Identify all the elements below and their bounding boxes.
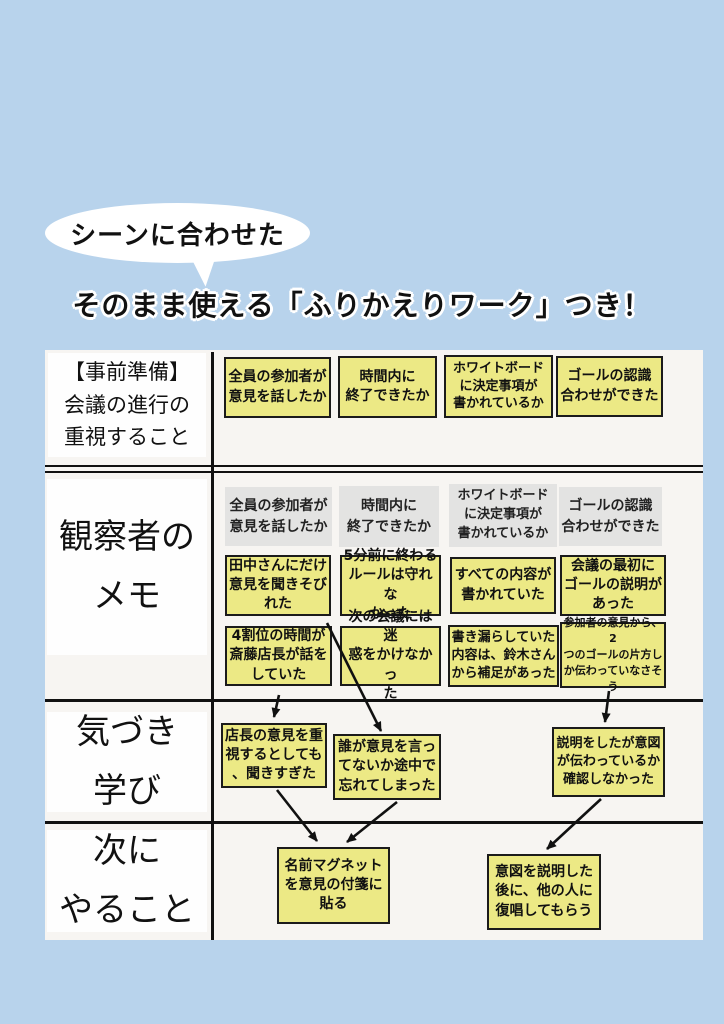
row-divider-double-top [45,465,703,467]
row-divider-next [45,821,703,824]
prep-note-everyone-spoke: 全員の参加者が 意見を話したか [224,357,331,418]
insight-note-did-not-confirm: 説明をしたが意図 が伝わっているか 確認しなかった [552,727,665,797]
prep-note-whiteboard-decisions: ホワイトボード に決定事項が 書かれているか [444,355,553,418]
observer-note-suzuki-supplement: 書き漏らしていた 内容は、鈴木さん から補足があった [448,625,559,687]
page-title: そのまま使える「ふりかえりワーク」つき！ [72,289,652,322]
observer-note-all-written: すべての内容が 書かれていた [450,557,556,614]
row-label-insights: 気づき 学び [47,712,207,812]
prep-note-goal-alignment: ゴールの認識 合わせができた [556,356,663,417]
observer-note-goal-explained: 会議の最初に ゴールの説明が あった [560,555,666,616]
next-note-repeat-back: 意図を説明した 後に、他の人に 復唱してもらう [487,854,601,930]
column-divider [211,352,214,940]
row-label-preparation: 【事前準備】 会議の進行の 重視すること [48,353,206,457]
insight-note-forgot-who-spoke: 誰が意見を言っ てないか途中で 忘れてしまった [333,734,441,800]
insight-note-listened-too-much: 店長の意見を重 視するとしても 、聞きすぎた [221,723,327,788]
row-label-next: 次に やること [47,830,207,932]
observer-note-tanaka-missed: 田中さんにだけ 意見を聞きそび れた [225,555,331,616]
speech-bubble-text: シーンに合わせた [70,220,285,251]
observer-header-everyone-spoke: 全員の参加者が 意見を話したか [225,487,332,546]
observer-note-manager-talked: 4割位の時間が 斎藤店長が話を していた [225,626,332,686]
observer-header-finished-on-time: 時間内に 終了できたか [339,486,439,547]
next-note-name-magnet: 名前マグネット を意見の付箋に 貼る [277,847,390,924]
observer-header-whiteboard-decisions: ホワイトボード に決定事項が 書かれているか [449,484,557,547]
observer-header-goal-alignment: ゴールの認識 合わせができた [559,487,662,546]
observer-note-only-half-goal: 参加者の意見から、2 つのゴールの片方し か伝わっていなさそ う [560,616,666,693]
row-label-observer: 観察者の メモ [47,479,207,655]
prep-note-finished-on-time: 時間内に 終了できたか [338,356,437,418]
row-divider-double-bottom [45,471,703,473]
observer-note-no-trouble-next: 次の会議には迷 惑をかけなかっ た [340,609,441,702]
speech-bubble: シーンに合わせた [45,203,310,263]
